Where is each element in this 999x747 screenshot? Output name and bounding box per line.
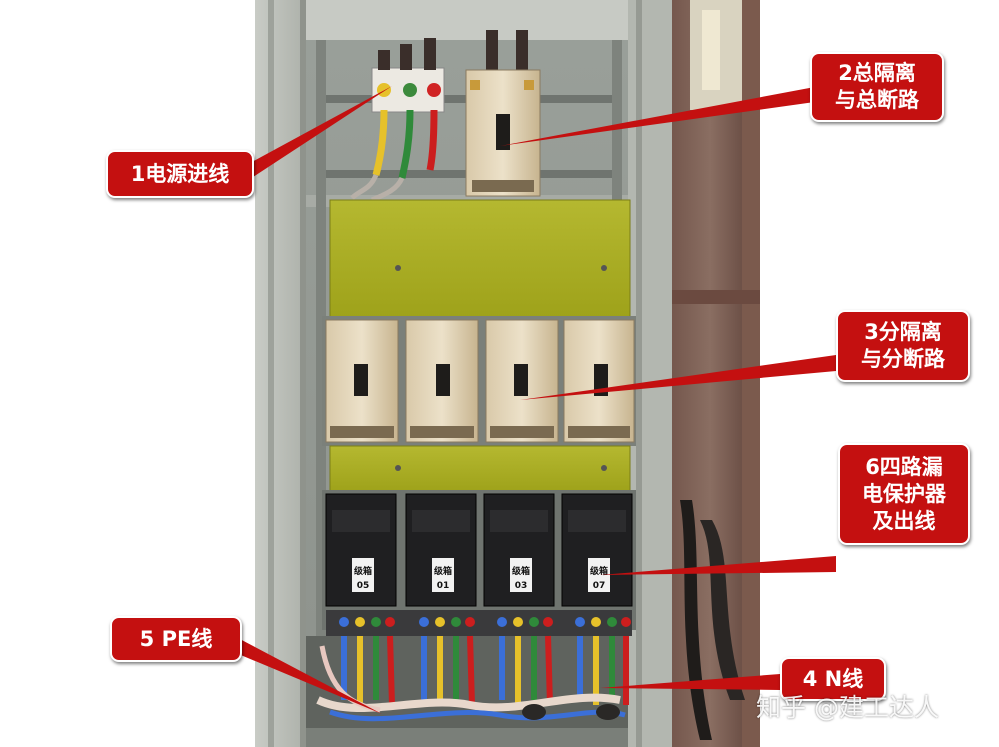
callout-text: 电保护器 — [862, 481, 946, 506]
rcd-row: 级箱 05 级箱 01 级箱 03 级箱 07 — [322, 490, 636, 636]
rcd-tag: 03 — [515, 581, 528, 591]
rcd-tag: 01 — [437, 581, 450, 591]
outgoing-cables — [306, 635, 629, 747]
callout-pe-line: 5 PE线 — [110, 616, 242, 662]
branch-breakers-row — [322, 316, 636, 446]
rcd-tag-prefix: 级箱 — [589, 565, 608, 577]
callout-text: 与总断路 — [835, 88, 919, 112]
callout-main-isolator: 2总隔离 与总断路 — [810, 52, 944, 122]
callout-n-line: 4 N线 — [780, 657, 886, 701]
callout-text: 1电源进线 — [130, 161, 230, 186]
rcd-tag: 05 — [357, 581, 370, 591]
rcd-tag: 07 — [593, 581, 606, 591]
cabinet-door — [255, 0, 315, 747]
callout-text: 及出线 — [872, 508, 936, 533]
rcd-tag-prefix: 级箱 — [511, 565, 530, 577]
callout-text: 5 PE线 — [139, 626, 213, 651]
inlet-terminal-block — [350, 38, 445, 203]
callout-text: 3分隔离 — [864, 320, 942, 344]
callout-text: 4 N线 — [802, 666, 864, 691]
callout-text: 与分断路 — [861, 347, 945, 371]
rcd-tag-prefix: 级箱 — [433, 565, 452, 577]
main-breaker — [465, 30, 541, 197]
callout-rcd: 6四路漏 电保护器 及出线 — [838, 443, 970, 545]
green-mounting-panel-upper — [329, 199, 631, 319]
callout-text: 2总隔离 — [838, 61, 916, 85]
green-mounting-panel-lower — [329, 445, 631, 493]
callout-branch-isolator: 3分隔离 与分断路 — [836, 310, 970, 382]
callout-pointers — [236, 83, 836, 714]
watermark: 知乎 @建工达人 — [756, 693, 939, 722]
rcd-tag-prefix: 级箱 — [353, 565, 372, 577]
callout-power-inlet: 1电源进线 — [106, 150, 254, 198]
callout-text: 6四路漏 — [865, 454, 943, 479]
